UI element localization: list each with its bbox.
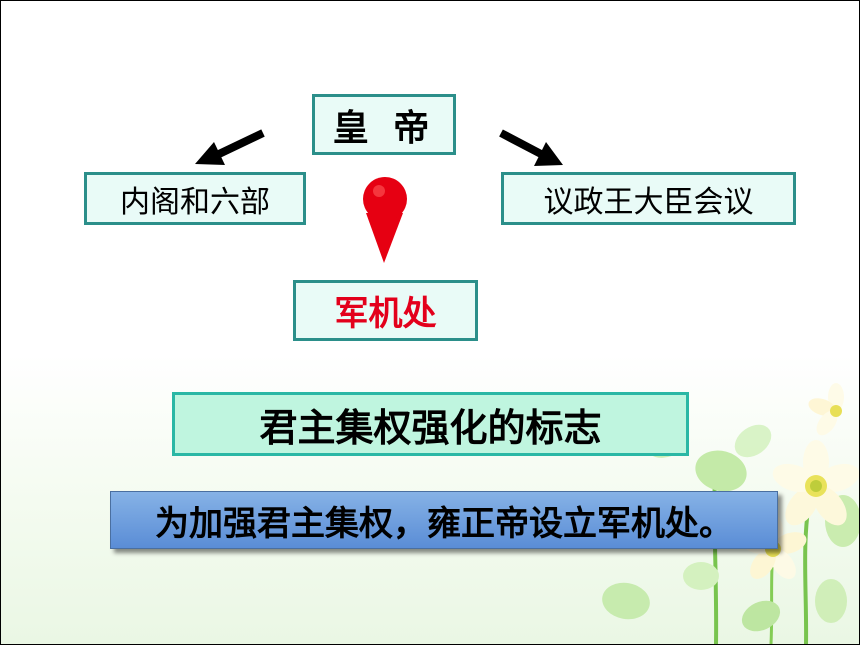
node-grand-council: 军机处 (293, 280, 478, 341)
arrow-right-down-icon (499, 129, 563, 166)
node-deliberative-council: 议政王大臣会议 (501, 172, 796, 225)
arrow-left-down-icon (195, 129, 265, 165)
node-cabinet-six-ministries: 内阁和六部 (84, 172, 306, 225)
sign-label-box: 君主集权强化的标志 (172, 392, 689, 456)
caption-banner: 为加强君主集权，雍正帝设立军机处。 (110, 491, 778, 549)
node-emperor: 皇 帝 (312, 94, 456, 155)
red-down-arrow-icon (363, 177, 407, 263)
